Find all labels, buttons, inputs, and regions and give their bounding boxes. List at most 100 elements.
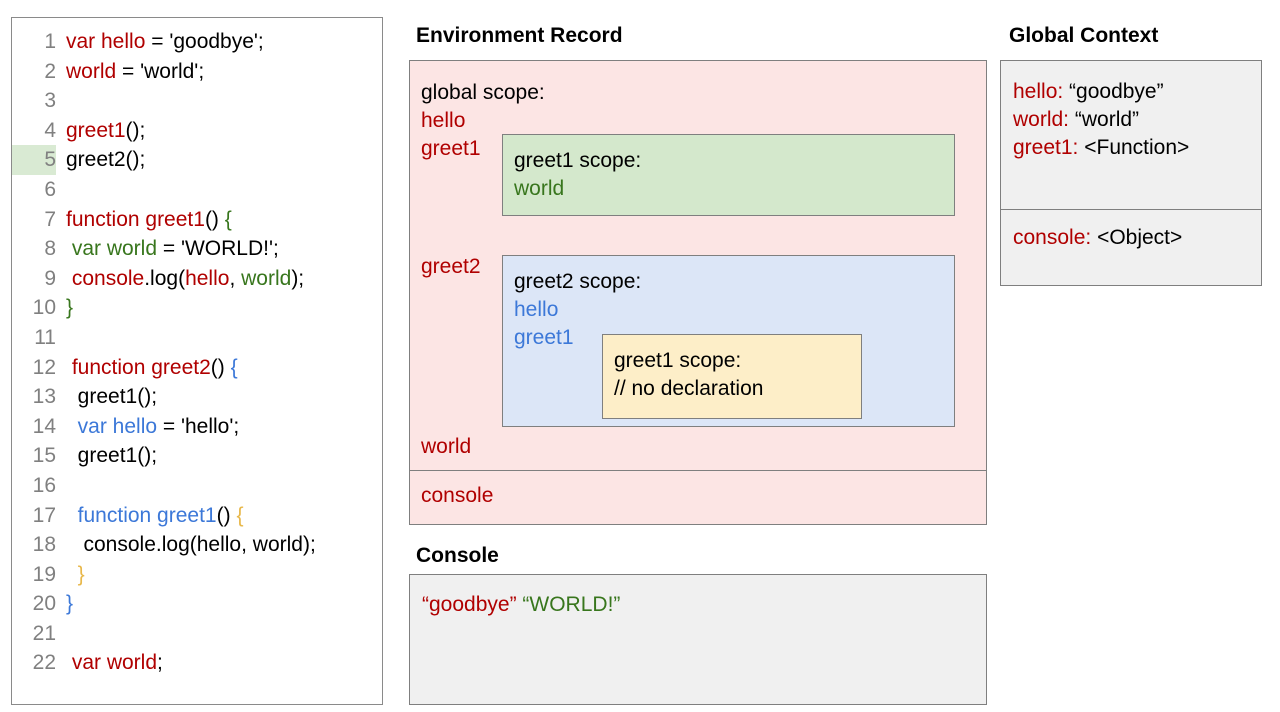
global-context-row: world: “world”: [1013, 106, 1139, 134]
global-context-title: Global Context: [1009, 24, 1159, 47]
code-token: {: [224, 207, 232, 231]
line-number: 9: [44, 266, 56, 290]
code-line-text: function greet1() {: [56, 501, 244, 531]
inner-greet1-scope-box: greet1 scope: // no declaration: [602, 334, 862, 419]
line-number: 1: [44, 30, 56, 53]
code-token: ();: [125, 118, 146, 142]
code-line[interactable]: 11: [12, 323, 382, 353]
code-token: var world: [66, 237, 158, 261]
greet1-scope-title: greet1 scope:: [514, 149, 642, 172]
code-line[interactable]: 22 var world;: [12, 648, 382, 678]
code-line-text: console.log(hello, world);: [56, 264, 304, 294]
global-context-value: <Function>: [1084, 136, 1190, 159]
code-line[interactable]: 20}: [12, 589, 382, 619]
code-token: function greet2: [66, 355, 211, 379]
global-context-bindings: hello: “goodbye” world: “world” greet1: …: [1001, 61, 1261, 210]
code-token: }: [66, 592, 74, 616]
code-line[interactable]: 21: [12, 619, 382, 649]
line-number: 6: [44, 177, 56, 201]
code-line[interactable]: 19 }: [12, 560, 382, 590]
environment-record-panel: global scope: hello greet1 greet2 world …: [409, 60, 987, 525]
code-line[interactable]: 9 console.log(hello, world);: [12, 264, 382, 294]
code-line[interactable]: 1 var hello = 'goodbye';: [12, 27, 382, 57]
code-token: }: [66, 296, 74, 320]
global-context-row: greet1: <Function>: [1013, 134, 1189, 162]
code-line[interactable]: 13 greet1();: [12, 382, 382, 412]
code-line[interactable]: 3: [12, 86, 382, 116]
line-number: 13: [32, 385, 56, 409]
code-token: = 'world';: [116, 59, 205, 83]
line-number: 4: [44, 118, 56, 142]
console-binding-region: console: [410, 471, 986, 523]
code-token: var hello: [66, 30, 146, 53]
code-line-text: world = 'world';: [56, 57, 204, 87]
line-number: 5: [12, 145, 56, 175]
code-line-text: console.log(hello, world);: [56, 530, 316, 560]
line-number: 20: [32, 592, 56, 616]
line-number: 16: [32, 473, 56, 497]
console-output-token: “WORLD!”: [522, 593, 621, 616]
code-token: greet2();: [66, 148, 146, 172]
line-number: 12: [32, 355, 56, 379]
global-scope-region: global scope: hello greet1 greet2 world …: [410, 61, 986, 471]
code-line-text: var world;: [56, 648, 163, 678]
code-token: console.log(hello, world);: [66, 533, 316, 557]
code-line[interactable]: 6: [12, 175, 382, 205]
er-variable-world: world: [421, 435, 472, 458]
code-line[interactable]: 5 greet2();: [12, 145, 382, 175]
code-line-text: }: [56, 589, 73, 619]
global-context-key: world:: [1013, 108, 1070, 131]
er-variable-greet2: greet2: [421, 255, 481, 278]
code-token: = 'goodbye';: [145, 30, 264, 53]
code-line[interactable]: 15 greet1();: [12, 441, 382, 471]
global-context-row: console: <Object>: [1013, 224, 1182, 252]
code-token: );: [291, 266, 305, 290]
global-context-panel: hello: “goodbye” world: “world” greet1: …: [1000, 60, 1262, 286]
global-context-row: hello: “goodbye”: [1013, 78, 1164, 106]
line-number: 8: [44, 237, 56, 261]
code-line-text: }: [56, 560, 85, 590]
line-number: 22: [32, 651, 56, 675]
line-number: 11: [34, 325, 56, 349]
code-token: var world: [66, 651, 158, 675]
line-number: 3: [44, 89, 56, 113]
code-token: (): [210, 355, 231, 379]
code-token: var hello: [66, 414, 158, 438]
line-number: 18: [32, 533, 56, 557]
global-context-value: “goodbye”: [1069, 80, 1164, 103]
code-line-text: greet1();: [56, 441, 157, 471]
code-line-text: }: [56, 293, 73, 323]
code-line[interactable]: 12 function greet2() {: [12, 353, 382, 383]
code-token: .log(: [144, 266, 186, 290]
code-token: = 'WORLD!';: [157, 237, 279, 261]
inner-greet1-scope-note: // no declaration: [614, 377, 764, 400]
code-line-text: var hello = 'hello';: [56, 412, 240, 442]
global-scope-label: global scope:: [421, 81, 545, 104]
global-context-key: hello:: [1013, 80, 1064, 103]
line-number: 21: [32, 621, 56, 645]
er-variable-console: console: [421, 484, 494, 507]
code-token: (): [204, 207, 225, 231]
code-line[interactable]: 16: [12, 471, 382, 501]
code-line[interactable]: 14 var hello = 'hello';: [12, 412, 382, 442]
code-line[interactable]: 18 console.log(hello, world);: [12, 530, 382, 560]
code-line[interactable]: 10}: [12, 293, 382, 323]
greet2-scope-variable-greet1: greet1: [514, 326, 574, 349]
code-line-text: function greet1() {: [56, 205, 232, 235]
console-output-token: “goodbye”: [422, 593, 517, 616]
code-token: greet1();: [66, 444, 158, 468]
code-line[interactable]: 17 function greet1() {: [12, 501, 382, 531]
er-variable-greet1: greet1: [421, 137, 481, 160]
code-token: console: [66, 266, 145, 290]
code-line[interactable]: 8 var world = 'WORLD!';: [12, 234, 382, 264]
code-token: function greet1: [66, 207, 205, 231]
code-token: = 'hello';: [157, 414, 240, 438]
console-title: Console: [416, 544, 499, 567]
code-line-text: function greet2() {: [56, 353, 238, 383]
er-variable-hello: hello: [421, 109, 466, 132]
